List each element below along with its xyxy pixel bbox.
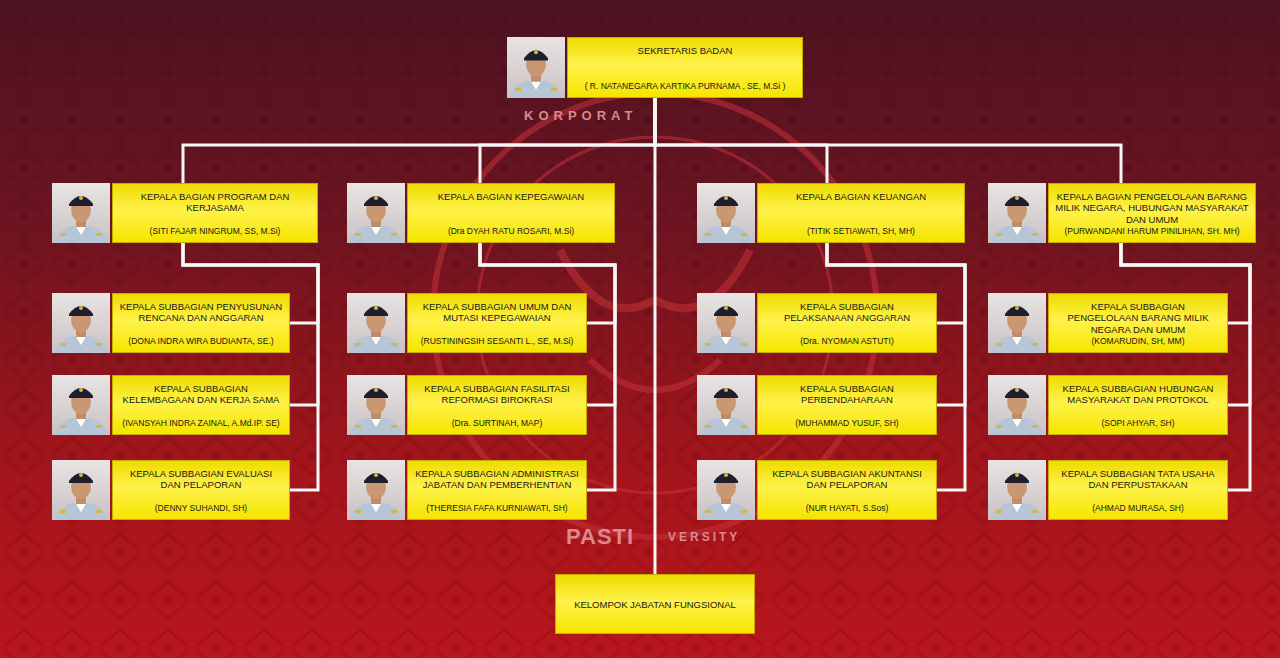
position-box: KEPALA SUBBAGIAN PELAKSANAAN ANGGARAN (Dr…	[757, 293, 937, 353]
position-box: KEPALA BAGIAN KEUANGAN (TITIK SETIAWATI, …	[757, 183, 965, 243]
official-name: (IVANSYAH INDRA ZAINAL, A.Md.IP. SE)	[119, 418, 283, 428]
photo	[697, 460, 755, 520]
photo	[988, 183, 1046, 243]
position-title: KEPALA SUBBAGIAN UMUM DAN MUTASI KEPEGAW…	[414, 301, 580, 324]
official-name: (MUHAMMAD YUSUF, SH)	[764, 418, 930, 428]
position-box: KEPALA SUBBAGIAN EVALUASI DAN PELAPORAN (…	[112, 460, 290, 520]
position-title: KEPALA BAGIAN KEPEGAWAIAN	[414, 191, 608, 202]
position-title: KEPALA SUBBAGIAN PERBENDAHARAAN	[764, 383, 930, 406]
position-title: KEPALA SUBBAGIAN PELAKSANAAN ANGGARAN	[764, 301, 930, 324]
photo	[347, 293, 405, 353]
position-box: KEPALA SUBBAGIAN PERBENDAHARAAN (MUHAMMAD…	[757, 375, 937, 435]
org-connector	[655, 98, 1121, 183]
org-connector	[827, 243, 965, 490]
official-name: (KOMARUDIN, SH, MM)	[1055, 336, 1221, 346]
official-name: (SITI FAJAR NINGRUM, SS, M.Si)	[119, 226, 311, 236]
photo	[347, 183, 405, 243]
position-title: KELOMPOK JABATAN FUNGSIONAL	[562, 599, 748, 610]
official-name: (TITIK SETIAWATI, SH, MH)	[764, 226, 958, 236]
watermark-text: PASTI	[566, 524, 634, 550]
photo	[988, 293, 1046, 353]
position-box: KEPALA SUBBAGIAN KELEMBAGAAN DAN KERJA S…	[112, 375, 290, 435]
position-box: KEPALA SUBBAGIAN HUBUNGAN MASYARAKAT DAN…	[1048, 375, 1228, 435]
official-name: (RUSTININGSIH SESANTI L., SE, M.Si)	[414, 336, 580, 346]
photo	[52, 460, 110, 520]
position-box: KEPALA SUBBAGIAN UMUM DAN MUTASI KEPEGAW…	[407, 293, 587, 353]
official-name: (NUR HAYATI, S.Sos)	[764, 503, 930, 513]
official-name: (Dra. NYOMAN ASTUTI)	[764, 336, 930, 346]
position-title: KEPALA SUBBAGIAN AKUNTANSI DAN PELAPORAN	[764, 468, 930, 491]
photo	[988, 460, 1046, 520]
position-title: KEPALA SUBBAGIAN TATA USAHA DAN PERPUSTA…	[1055, 468, 1221, 491]
org-connector	[183, 243, 318, 490]
org-connector	[654, 98, 657, 574]
official-name: (AHMAD MURASA, SH)	[1055, 503, 1221, 513]
position-title: KEPALA SUBBAGIAN FASILITASI REFORMASI BI…	[414, 383, 580, 406]
photo	[507, 37, 565, 98]
photo	[347, 460, 405, 520]
position-box: KEPALA BAGIAN PROGRAM DAN KERJASAMA (SITI…	[112, 183, 318, 243]
photo	[697, 183, 755, 243]
position-title: KEPALA SUBBAGIAN EVALUASI DAN PELAPORAN	[119, 468, 283, 491]
photo	[988, 375, 1046, 435]
org-connector	[655, 98, 827, 183]
org-connector	[480, 98, 655, 183]
org-connector	[183, 98, 655, 183]
head-box: SEKRETARIS BADAN ( R. NATANEGARA KARTIKA …	[567, 37, 803, 98]
photo	[697, 375, 755, 435]
position-box: KEPALA SUBBAGIAN TATA USAHA DAN PERPUSTA…	[1048, 460, 1228, 520]
photo	[52, 183, 110, 243]
position-box: KEPALA SUBBAGIAN PENYUSUNAN RENCANA DAN …	[112, 293, 290, 353]
position-title: SEKRETARIS BADAN	[574, 45, 796, 56]
position-title: KEPALA BAGIAN PROGRAM DAN KERJASAMA	[119, 191, 311, 214]
photo	[52, 293, 110, 353]
position-box: KEPALA SUBBAGIAN AKUNTANSI DAN PELAPORAN…	[757, 460, 937, 520]
photo	[52, 375, 110, 435]
group-box: KELOMPOK JABATAN FUNGSIONAL	[555, 574, 755, 634]
position-title: KEPALA BAGIAN PENGELOLAAN BARANG MILIK N…	[1055, 191, 1249, 225]
official-name: (DONA INDRA WIRA BUDIANTA, SE.)	[119, 336, 283, 346]
official-name: ( R. NATANEGARA KARTIKA PURNAMA , SE, M.…	[574, 81, 796, 91]
official-name: (SOPI AHYAR, SH)	[1055, 418, 1221, 428]
position-box: KEPALA BAGIAN KEPEGAWAIAN (Dra DYAH RATU …	[407, 183, 615, 243]
position-title: KEPALA SUBBAGIAN PENGELOLAAN BARANG MILI…	[1055, 301, 1221, 335]
position-title: KEPALA SUBBAGIAN PENYUSUNAN RENCANA DAN …	[119, 301, 283, 324]
position-box: KEPALA SUBBAGIAN ADMINISTRASI JABATAN DA…	[407, 460, 587, 520]
official-name: (THERESIA FAFA KURNIAWATI, SH)	[414, 503, 580, 513]
position-title: KEPALA SUBBAGIAN ADMINISTRASI JABATAN DA…	[414, 468, 580, 491]
official-name: (DENNY SUHANDI, SH)	[119, 503, 283, 513]
position-title: KEPALA SUBBAGIAN HUBUNGAN MASYARAKAT DAN…	[1055, 383, 1221, 406]
position-box: KEPALA SUBBAGIAN FASILITASI REFORMASI BI…	[407, 375, 587, 435]
position-box: KEPALA BAGIAN PENGELOLAAN BARANG MILIK N…	[1048, 183, 1256, 243]
watermark-text: KORPORAT	[524, 108, 637, 123]
photo	[697, 293, 755, 353]
position-title: KEPALA SUBBAGIAN KELEMBAGAAN DAN KERJA S…	[119, 383, 283, 406]
position-box: KEPALA SUBBAGIAN PENGELOLAAN BARANG MILI…	[1048, 293, 1228, 353]
official-name: (PURWANDANI HARUM PINILIHAN, SH. MH)	[1055, 226, 1249, 236]
photo	[347, 375, 405, 435]
position-title: KEPALA BAGIAN KEUANGAN	[764, 191, 958, 202]
official-name: (Dra DYAH RATU ROSARI, M.Si)	[414, 226, 608, 236]
org-connector	[1121, 243, 1250, 490]
official-name: (Dra. SURTINAH, MAP)	[414, 418, 580, 428]
org-connector	[480, 243, 615, 490]
watermark-text: VERSITY	[668, 530, 740, 544]
